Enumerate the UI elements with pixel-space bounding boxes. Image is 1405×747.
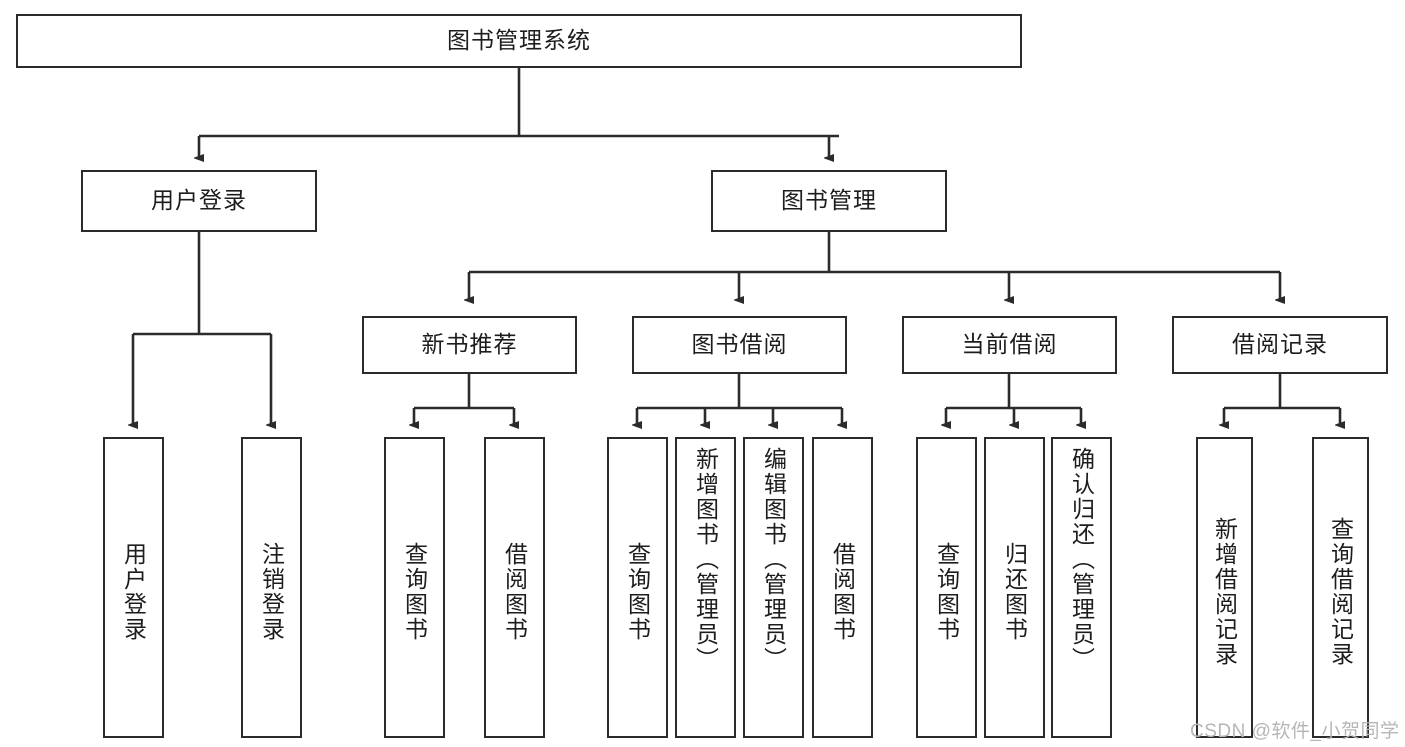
leaf-user-login[interactable]: 用户登录: [103, 437, 164, 738]
leaf-query-book-current[interactable]: 查询图书: [916, 437, 977, 738]
leaf-label: 编辑图书（管理员）: [760, 447, 787, 672]
node-user-login[interactable]: 用户登录: [81, 170, 317, 232]
leaf-label: 查询图书: [624, 541, 651, 642]
leaf-label: 借阅图书: [501, 541, 528, 642]
leaf-label: 注销登录: [258, 541, 285, 642]
leaf-label: 借阅图书: [829, 541, 856, 642]
leaf-label: 归还图书: [1001, 541, 1028, 642]
leaf-label: 新增图书（管理员）: [692, 447, 719, 672]
leaf-query-book-borrow[interactable]: 查询图书: [607, 437, 668, 738]
leaf-add-borrow-record[interactable]: 新增借阅记录: [1196, 437, 1253, 738]
leaf-query-borrow-record[interactable]: 查询借阅记录: [1312, 437, 1369, 738]
leaf-label: 新增借阅记录: [1211, 516, 1238, 667]
node-book-borrow[interactable]: 图书借阅: [632, 316, 847, 374]
leaf-borrow-book-recommend[interactable]: 借阅图书: [484, 437, 545, 738]
leaf-logout-login[interactable]: 注销登录: [241, 437, 302, 738]
leaf-label: 确认归还（管理员）: [1068, 447, 1095, 672]
node-borrow-record[interactable]: 借阅记录: [1172, 316, 1388, 374]
leaf-borrow-book[interactable]: 借阅图书: [812, 437, 873, 738]
node-book-manage[interactable]: 图书管理: [711, 170, 947, 232]
leaf-label: 查询借阅记录: [1327, 516, 1354, 667]
leaf-add-book[interactable]: 新增图书（管理员）: [675, 437, 736, 738]
node-new-book-recommend[interactable]: 新书推荐: [362, 316, 577, 374]
leaf-return-book[interactable]: 归还图书: [984, 437, 1045, 738]
leaf-confirm-return[interactable]: 确认归还（管理员）: [1051, 437, 1112, 738]
leaf-label: 查询图书: [933, 541, 960, 642]
node-current-borrow[interactable]: 当前借阅: [902, 316, 1117, 374]
leaf-label: 查询图书: [401, 541, 428, 642]
leaf-label: 用户登录: [120, 541, 147, 642]
node-root-system[interactable]: 图书管理系统: [16, 14, 1022, 68]
leaf-query-book-recommend[interactable]: 查询图书: [384, 437, 445, 738]
leaf-edit-book[interactable]: 编辑图书（管理员）: [743, 437, 804, 738]
csdn-watermark: CSDN @软件_小贺同学: [1190, 721, 1400, 742]
